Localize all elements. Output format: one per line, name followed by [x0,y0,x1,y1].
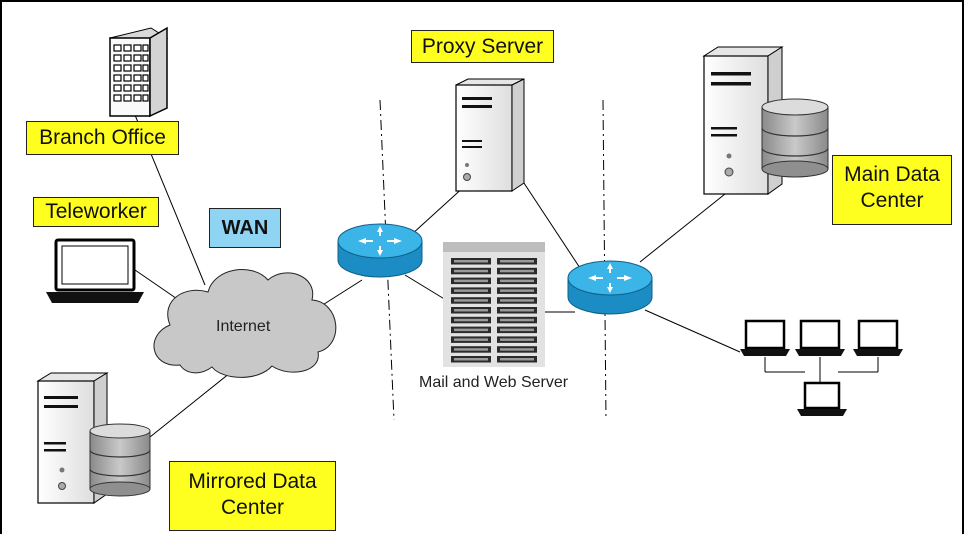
lan-client-laptops [740,319,903,416]
rack-slot-vents [500,358,534,361]
main-data-center-label: Main Data Center [832,155,952,225]
branch-office-label: Branch Office [26,121,179,155]
connection-lines [134,114,741,446]
rack-slot-vents [500,309,534,312]
mirrored-data-center-label-line2: Center [220,496,285,519]
link-proxy-router2 [519,176,581,269]
mail-web-server-label: Mail and Web Server [419,374,569,391]
teleworker-laptop-icon [46,238,144,303]
rack-slot-vents [454,260,488,263]
internet-label: Internet [216,318,271,335]
rack-slot-vents [500,269,534,273]
rack-slot-vents [500,299,534,302]
rack-slot-vents [454,269,488,273]
rack-slot-vents [454,299,488,302]
router-left-icon [337,223,423,278]
dmz-boundary-right [602,99,607,421]
link-router2-maindc [639,189,731,263]
branch-office-building-icon [108,26,169,118]
mirrored-data-center-label: Mirrored Data Center [169,461,336,531]
main-data-center-label-line2: Center [860,189,924,212]
mirrored-data-center-label-line1: Mirrored Data [188,470,317,493]
rack-slot-vents [500,318,534,322]
rack-slot-vents [454,328,488,332]
rack-slot-vents [500,338,534,341]
main-data-center-database-icon [761,98,829,178]
mirrored-data-center-database-icon [89,423,151,497]
link-internet-mirrored [139,364,241,446]
rack-slot-vents [454,289,488,292]
lan-laptop-2-icon [795,319,845,356]
rack-slot-vents [500,260,534,263]
lan-laptop-3-icon [853,319,903,356]
rack-slot-vents [500,328,534,332]
rack-slot-vents [454,348,488,351]
lan-wiring [764,357,879,383]
mail-web-server-rack-icon [443,242,545,367]
rack-slot-vents [500,289,534,292]
teleworker-label: Teleworker [33,197,159,227]
router-right-icon [567,260,653,315]
lan-laptop-4-icon [797,381,847,416]
link-router2-lan [644,309,741,353]
rack-slot-vents [500,279,534,283]
rack-slot-vents [454,279,488,283]
proxy-server-label: Proxy Server [411,30,554,63]
rack-slot-vents [454,318,488,322]
wan-label: WAN [209,208,281,248]
lan-laptop-1-icon [740,319,790,356]
rack-slot-vents [454,338,488,341]
internet-cloud-icon [153,269,337,378]
main-data-center-label-line1: Main Data [844,163,940,186]
proxy-server-icon [455,78,525,192]
rack-slot-vents [454,309,488,312]
rack-slot-vents [454,358,488,361]
rack-slot-vents [500,348,534,351]
link-router1-mailserver [404,274,447,301]
